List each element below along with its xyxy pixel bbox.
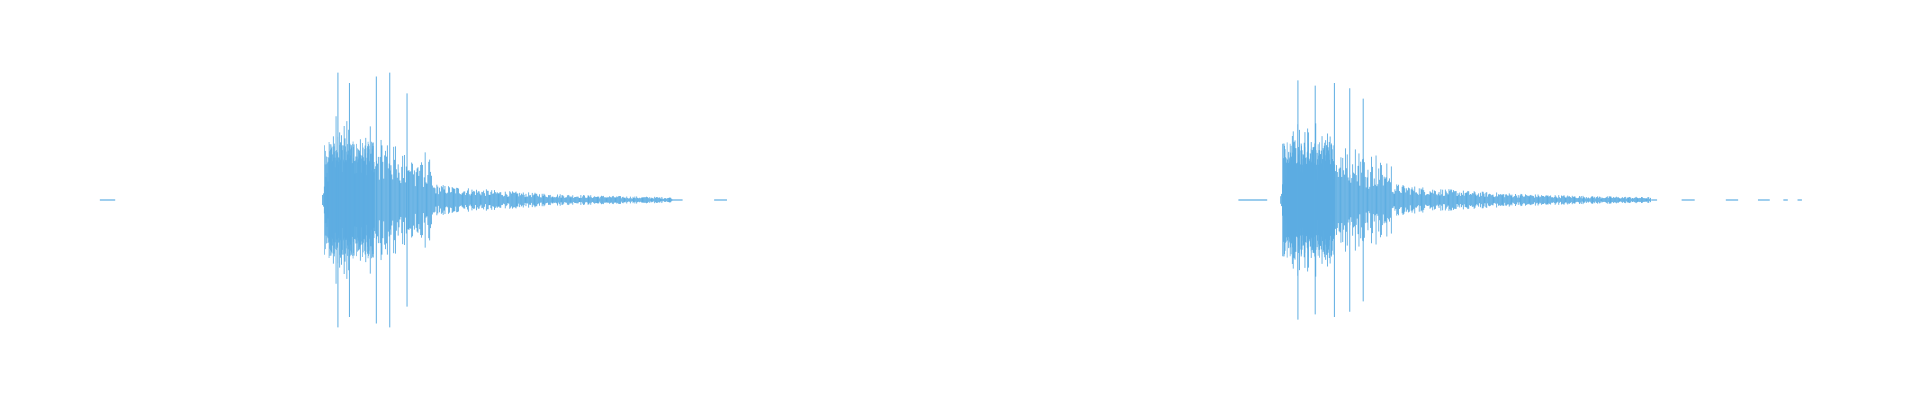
- waveform-series-layer: [99, 72, 1802, 328]
